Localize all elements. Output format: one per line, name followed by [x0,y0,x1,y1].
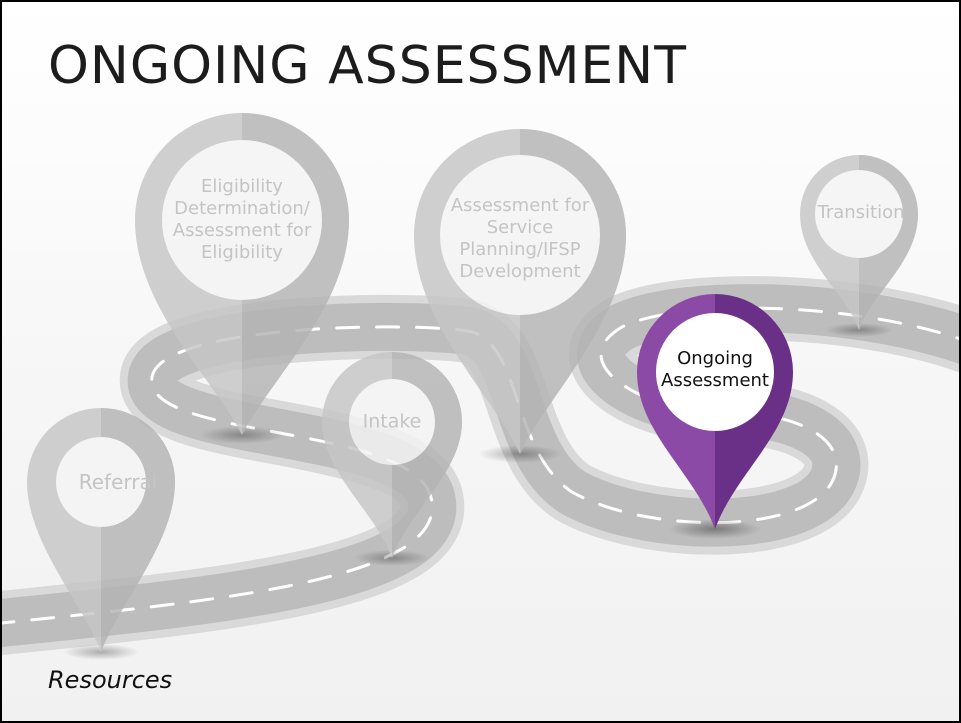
stage-label-line: Eligibility [201,241,283,263]
stage-label-transition: Transition [817,202,904,224]
stage-label-line: Ongoing [677,348,753,370]
pin-ongoing-assessment [637,294,793,539]
stage-label-line: Determination/ [174,198,310,220]
pin-transition [800,155,918,337]
stage-label-line: Referral [78,469,158,494]
pin-assessment-planning [414,129,626,463]
pin-eligibility [135,113,349,444]
stage-label-line: Assessment [661,370,769,391]
stage-label-line: Planning/IFSP [459,239,581,260]
stage-label-assessment-planning: Assessment for Service Planning/IFSP Dev… [451,195,589,283]
stage-label-line: Development [459,260,581,282]
stage-label-line: Eligibility [201,176,283,198]
stage-label-line: Intake [362,410,422,433]
stage-label-ongoing-assessment: Ongoing Assessment [661,348,769,392]
stage-label-line: Assessment for [172,220,312,241]
pin-referral [27,408,175,660]
stage-label-line: Assessment for [450,195,590,217]
stage-label-line: Transition [817,202,905,224]
stage-label-line: Service [486,217,554,239]
stage-label-referral: Referral [79,470,158,494]
pin-intake [322,352,462,566]
slide-title: ONGOING ASSESSMENT [48,36,687,96]
stage-label-intake: Intake [363,410,422,433]
stage-label-eligibility: Eligibility Determination/ Assessment fo… [173,176,311,264]
resources-link[interactable]: Resources [48,666,173,694]
